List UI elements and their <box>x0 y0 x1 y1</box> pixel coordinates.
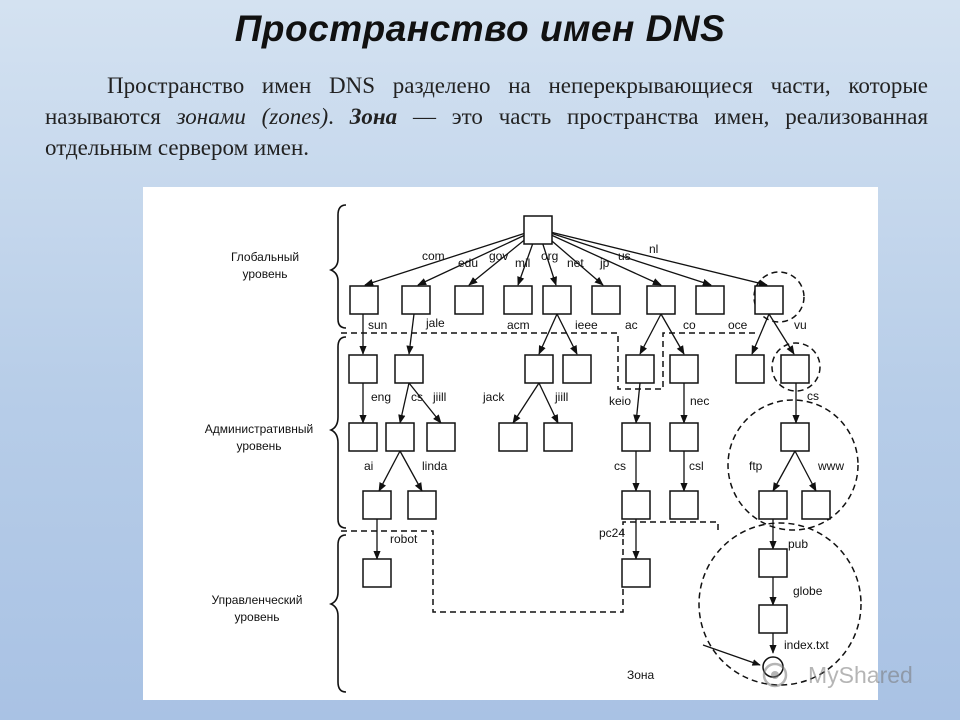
node-ieee-child <box>562 354 592 384</box>
node-jale-child <box>394 354 424 384</box>
label-robot: robot <box>390 532 418 546</box>
label-edu: edu <box>458 256 478 270</box>
node-jiill-child <box>426 422 456 452</box>
node-mil <box>503 285 533 315</box>
node-jiill2-child <box>543 422 573 452</box>
node-ai-child <box>362 490 392 520</box>
label-ai: ai <box>364 459 373 473</box>
label-ieee: ieee <box>575 318 598 332</box>
paragraph-zone-term: Зона <box>349 104 398 129</box>
node-com <box>349 285 379 315</box>
label-www: www <box>817 459 844 473</box>
node-edu <box>401 285 431 315</box>
node-ac-child <box>625 354 655 384</box>
label-com: com <box>422 249 445 263</box>
node-nec-child <box>669 422 699 452</box>
label-globe: globe <box>793 584 823 598</box>
slide-title: Пространство имен DNS <box>234 8 726 49</box>
node-sun-child <box>348 354 378 384</box>
node-labels: com edu gov mil org net jp us nl sun jal… <box>364 242 844 682</box>
label-pub: pub <box>788 537 808 551</box>
node-gov <box>454 285 484 315</box>
node-vu-child <box>780 354 810 384</box>
label-jiill: jiill <box>432 390 446 404</box>
node-nl <box>754 285 784 315</box>
label-cs-keio: cs <box>614 459 626 473</box>
node-robot-child <box>362 558 392 588</box>
level-braces <box>328 204 347 693</box>
slide-paragraph: Пространство имен DNS разделено на непер… <box>45 70 928 163</box>
node-cs3-child <box>621 490 651 520</box>
level-managerial-line1: Управленческий <box>212 593 303 607</box>
label-csl: csl <box>689 459 704 473</box>
label-us: us <box>618 249 631 263</box>
node-pc24-child <box>621 558 651 588</box>
label-jp: jp <box>599 256 610 270</box>
node-keio-child <box>621 422 651 452</box>
node-ftp-child <box>758 490 788 520</box>
level-global-line1: Глобальный <box>231 250 299 264</box>
label-nl: nl <box>649 242 658 256</box>
root-node <box>523 215 553 245</box>
node-globe-child <box>758 604 788 634</box>
label-vu: vu <box>794 318 807 332</box>
label-eng: eng <box>371 390 391 404</box>
node-co-child <box>669 354 699 384</box>
label-linda: linda <box>422 459 448 473</box>
label-co: co <box>683 318 696 332</box>
watermark-logo-icon <box>762 662 788 688</box>
label-ac: ac <box>625 318 638 332</box>
label-cs-vu: cs <box>807 389 819 403</box>
label-nec: nec <box>690 394 709 408</box>
node-jack-child <box>498 422 528 452</box>
level-labels: Глобальный уровень Административный уров… <box>205 250 313 624</box>
label-sun: sun <box>368 318 387 332</box>
node-cs-child <box>385 422 415 452</box>
node-csl-child <box>669 490 699 520</box>
level-managerial-line2: уровень <box>234 610 279 624</box>
node-eng-child <box>348 422 378 452</box>
node-cs2-child <box>780 422 810 452</box>
node-org <box>542 285 572 315</box>
label-acm: acm <box>507 318 530 332</box>
label-org: org <box>541 249 558 263</box>
node-acm-child <box>524 354 554 384</box>
label-gov: gov <box>489 249 508 263</box>
label-zone-pointer: Зона <box>627 668 655 682</box>
watermark-text: MyShared <box>808 662 913 688</box>
label-jale: jale <box>425 316 445 330</box>
level-global-line2: уровень <box>242 267 287 281</box>
node-net <box>591 285 621 315</box>
node-us <box>695 285 725 315</box>
paragraph-text-1: Пространство имен DNS разделено на непер… <box>45 73 928 129</box>
label-jiill-2: jiill <box>554 390 568 404</box>
tree-edges <box>359 228 817 666</box>
node-www-child <box>801 490 831 520</box>
level-admin-line2: уровень <box>236 439 281 453</box>
node-pub-child <box>758 548 788 578</box>
label-keio: keio <box>609 394 631 408</box>
zone-boundaries <box>341 271 862 686</box>
label-mil: mil <box>515 256 530 270</box>
node-linda-child <box>407 490 437 520</box>
dns-namespace-diagram: Глобальный уровень Административный уров… <box>143 187 878 700</box>
paragraph-zones-term: зонами (zones) <box>176 104 329 129</box>
paragraph-text-2: . <box>328 104 350 129</box>
paragraph-text-3: — это часть пространства имен, реализова… <box>45 104 929 160</box>
watermark: MyShared <box>750 660 950 690</box>
label-jack: jack <box>482 390 505 404</box>
tree-nodes <box>348 215 831 678</box>
node-jp <box>646 285 676 315</box>
label-pc24: pc24 <box>599 526 625 540</box>
label-ftp: ftp <box>749 459 763 473</box>
label-cs: cs <box>411 390 423 404</box>
label-index-txt: index.txt <box>784 638 829 652</box>
level-admin-line1: Административный <box>205 422 313 436</box>
label-net: net <box>567 256 584 270</box>
label-oce: oce <box>728 318 748 332</box>
node-oce-child <box>735 354 765 384</box>
